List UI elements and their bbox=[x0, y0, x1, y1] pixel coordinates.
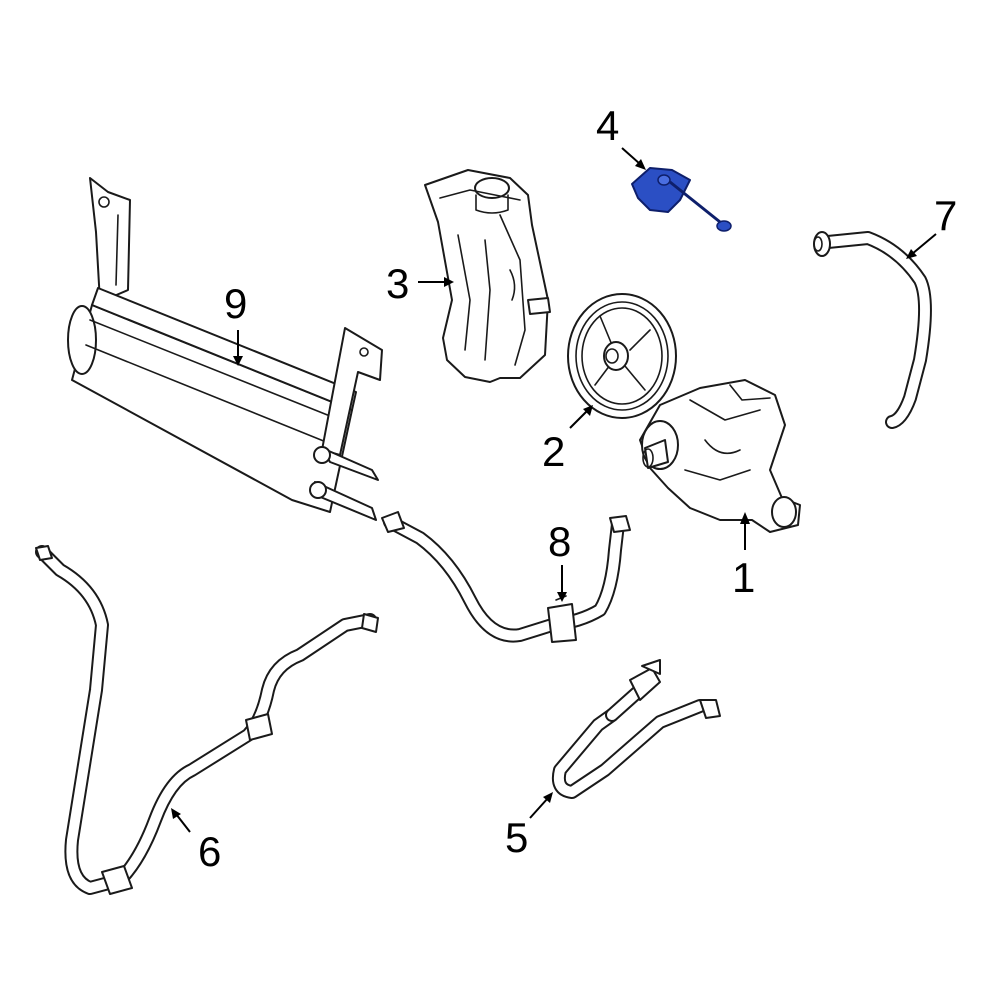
reservoir[interactable] bbox=[424, 169, 551, 383]
cooler-assembly[interactable] bbox=[67, 177, 383, 521]
hose-6[interactable] bbox=[35, 545, 379, 895]
callout-8: 8 bbox=[548, 518, 571, 565]
hose-7[interactable] bbox=[813, 231, 932, 429]
callout-4: 4 bbox=[596, 102, 619, 149]
callout-9: 9 bbox=[224, 280, 247, 327]
reservoir-cap-highlighted[interactable] bbox=[631, 167, 732, 232]
pulley[interactable] bbox=[567, 293, 677, 419]
callout-3: 3 bbox=[386, 260, 409, 307]
callout-arrows bbox=[171, 147, 937, 833]
pump[interactable] bbox=[639, 379, 801, 533]
callout-1: 1 bbox=[732, 554, 755, 601]
callout-2: 2 bbox=[542, 428, 565, 475]
callout-7: 7 bbox=[934, 192, 957, 239]
hose-8[interactable] bbox=[381, 511, 631, 643]
hose-5[interactable] bbox=[551, 659, 721, 799]
callout-6: 6 bbox=[198, 828, 221, 875]
callout-5: 5 bbox=[505, 814, 528, 861]
